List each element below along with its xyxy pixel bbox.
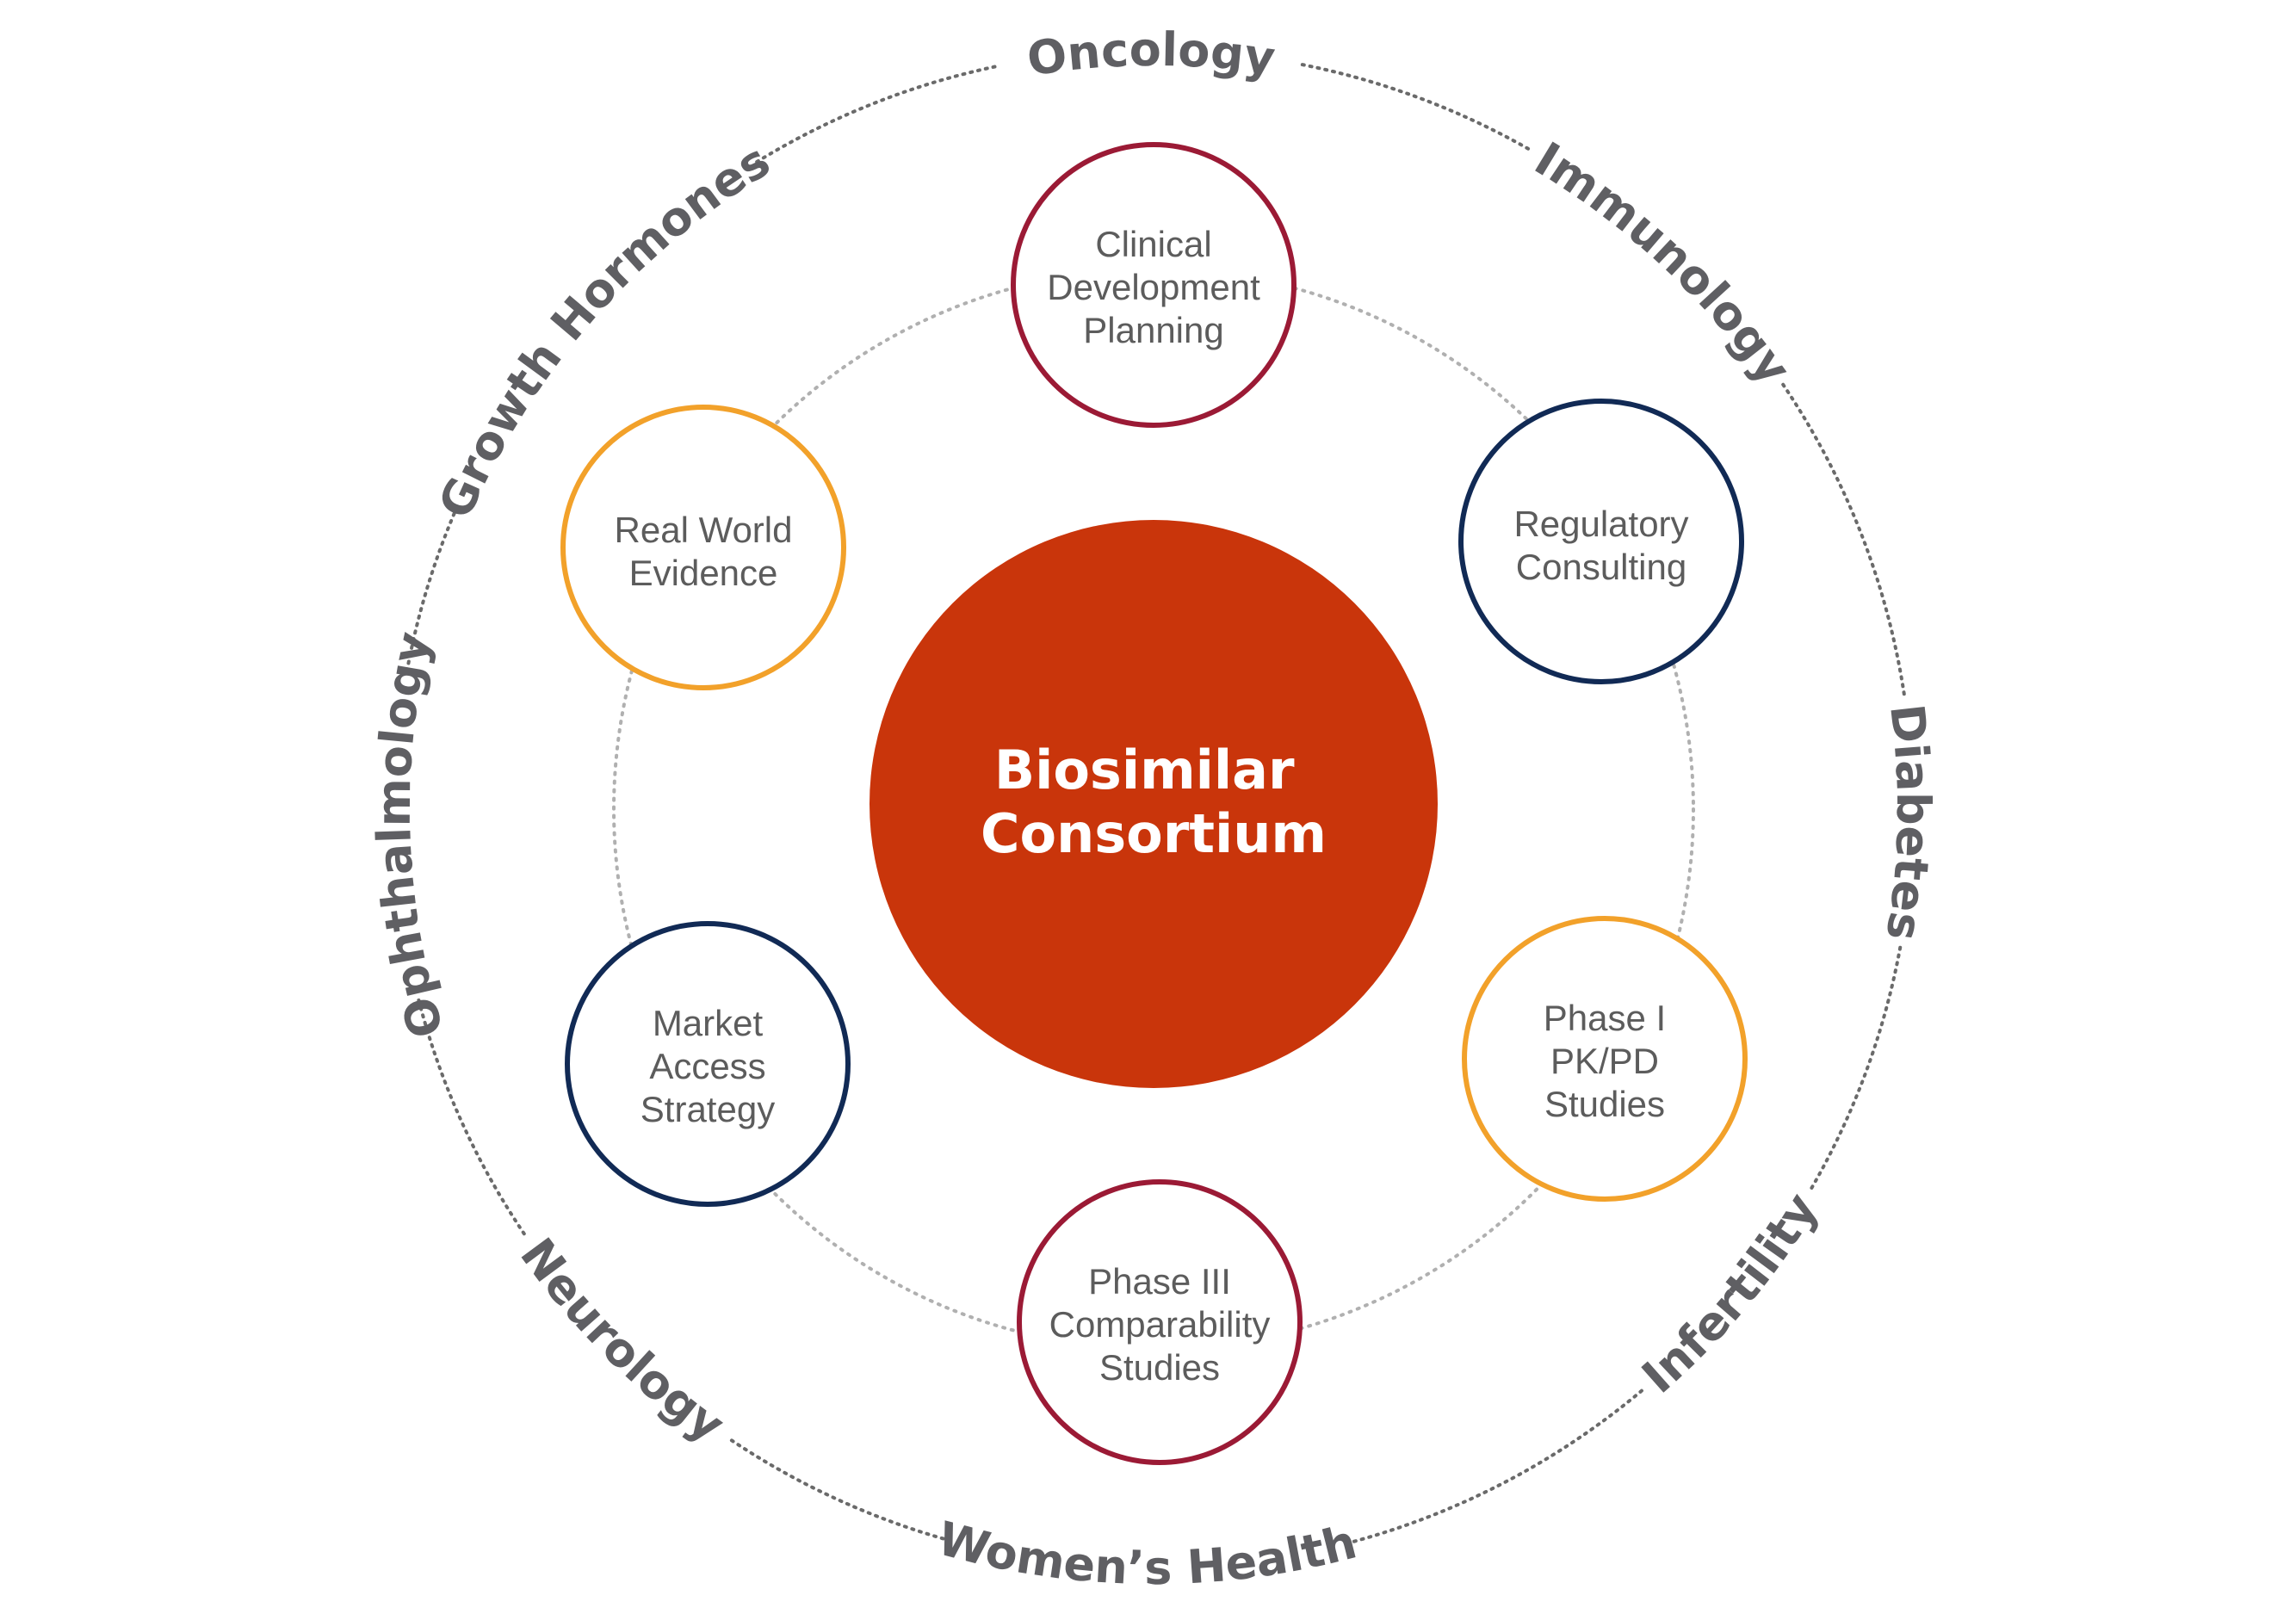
therapeutic-area-label: Diabetes xyxy=(1875,702,1940,944)
service-node-circle xyxy=(560,405,846,690)
outer-ring-segment xyxy=(727,1437,953,1543)
service-node-label-line: Clinical xyxy=(1095,224,1211,264)
service-node-label-line: Market xyxy=(653,1003,764,1043)
therapeutic-area-label: Women’s Health xyxy=(932,1512,1362,1596)
service-node-label-line: Evidence xyxy=(629,553,778,593)
service-node-label-line: Strategy xyxy=(641,1089,775,1129)
therapeutic-area-label: Ophthalmology xyxy=(367,628,455,1044)
outer-ring-segment xyxy=(417,997,526,1236)
therapeutic-area-immunology: Immunology xyxy=(1526,132,1801,394)
outer-dotted-ring xyxy=(405,63,1907,1546)
service-node-label-line: Real World xyxy=(615,510,793,550)
service-node-label-line: Studies xyxy=(1099,1347,1220,1388)
inner-dotted-ring xyxy=(612,268,1695,1351)
therapeutic-area-ophthalmology: Ophthalmology xyxy=(367,628,455,1044)
outer-ring-segment xyxy=(1341,1388,1643,1546)
service-node-label-line: Consulting xyxy=(1516,547,1686,587)
service-node-label-line: Development xyxy=(1047,267,1260,307)
outer-ring-segment xyxy=(1300,63,1535,154)
service-node-circle xyxy=(1017,1179,1303,1465)
service-node-circle xyxy=(565,921,851,1207)
outer-ring-segment xyxy=(755,64,1002,164)
outer-ring-segment xyxy=(405,504,460,673)
therapeutic-area-label: Neurology xyxy=(510,1228,734,1453)
center-label: Biosimilar Consortium xyxy=(981,739,1327,865)
therapeutic-area-neurology: Neurology xyxy=(510,1228,734,1453)
service-node-label-line: Comparability xyxy=(1049,1304,1271,1345)
center-label-line-1: Biosimilar xyxy=(994,739,1295,801)
service-node-label-line: Phase I xyxy=(1544,998,1666,1038)
service-node-circle xyxy=(1011,142,1297,428)
service-node-label-line: Planning xyxy=(1083,310,1223,350)
service-node-circle xyxy=(1462,916,1748,1202)
therapeutic-area-oncology: Oncology xyxy=(1024,22,1278,87)
center-label-line-2: Consortium xyxy=(981,802,1327,865)
service-node-circle xyxy=(1458,399,1744,684)
service-node-label-line: PK/PD xyxy=(1550,1041,1659,1081)
service-node-label-line: Access xyxy=(649,1046,765,1086)
center-hub: Biosimilar Consortium xyxy=(870,520,1438,1088)
therapeutic-area-diabetes: Diabetes xyxy=(1875,702,1940,944)
outer-ring-segment xyxy=(1781,382,1907,699)
center-circle xyxy=(870,520,1438,1088)
therapeutic-area-label: Oncology xyxy=(1024,22,1278,87)
therapeutic-area-label: Infertility xyxy=(1631,1184,1828,1404)
therapeutic-area-label: Immunology xyxy=(1526,132,1801,394)
service-node-label-line: Regulatory xyxy=(1513,504,1688,544)
therapeutic-area-womens-health: Women’s Health xyxy=(932,1512,1362,1596)
service-node-label-line: Studies xyxy=(1544,1084,1665,1124)
therapeutic-area-infertility: Infertility xyxy=(1631,1184,1828,1404)
service-node-label-line: Phase III xyxy=(1088,1261,1231,1302)
outer-ring-segment xyxy=(1809,945,1903,1190)
